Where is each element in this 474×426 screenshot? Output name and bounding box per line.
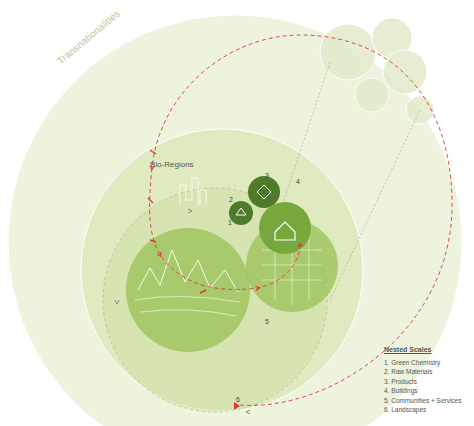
legend-entry: 3. Products: [384, 377, 462, 387]
scale-name: Transnationalities: [55, 8, 122, 67]
legend-entry: 1. Green Chemistry: [384, 358, 462, 368]
legend-text: 2. Raw Materials: [384, 368, 432, 375]
legend-entry: 6. Landscapes: [384, 405, 462, 415]
callout-number: 6: [236, 396, 240, 403]
callout-number: 5: [265, 318, 269, 325]
legend-text: 3. Products: [384, 378, 417, 385]
legend-title: Nested Scales: [384, 345, 462, 355]
callout-number: 4: [296, 178, 300, 185]
legend-text: 6. Landscapes: [384, 406, 426, 413]
callout-number: 2: [229, 196, 233, 203]
legend-text: 4. Buildings: [384, 387, 418, 394]
legend-text: 1. Green Chemistry: [384, 359, 440, 366]
scale-name: Bio-Regions: [150, 160, 194, 169]
callout-number: 1: [228, 219, 232, 226]
legend-entry: 4. Buildings: [384, 386, 462, 396]
legend-entry: 2. Raw Materials: [384, 367, 462, 377]
legend-entry: 5. Communities + Services: [384, 396, 462, 406]
legend: Nested Scales 1. Green Chemistry 2. Raw Ma…: [384, 345, 462, 415]
callout-number: 3: [265, 172, 269, 179]
circle-outline: [80, 128, 364, 412]
legend-text: 5. Communities + Services: [384, 397, 462, 404]
region-circle: Bio-Regions: [80, 128, 364, 412]
